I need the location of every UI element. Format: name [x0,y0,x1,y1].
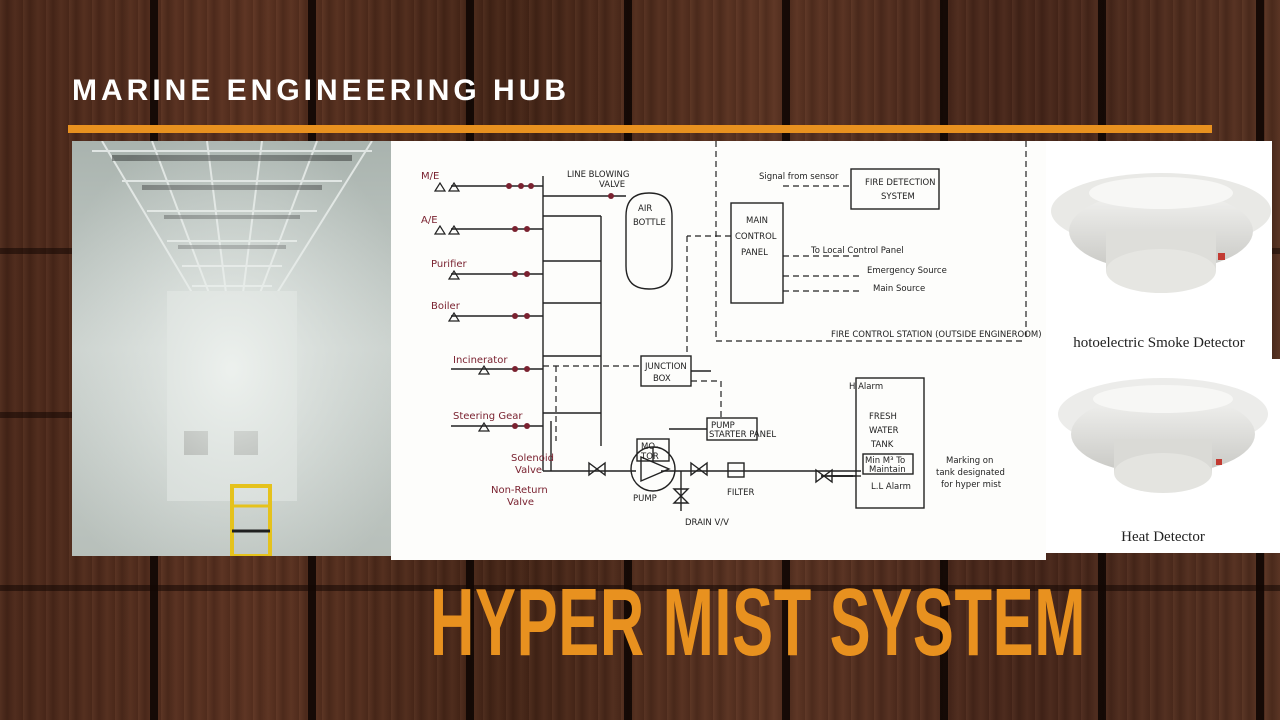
label-ae: A/E [421,215,438,226]
brand-title: MARINE ENGINEERING HUB [72,74,571,107]
label-line-blowing: LINE BLOWING [567,170,629,180]
label-air-bottle-2: BOTTLE [633,218,666,228]
label-fwt-2: WATER [869,426,899,436]
label-incinerator: Incinerator [453,355,508,366]
label-drain-valve: DRAIN V/V [685,518,729,528]
label-solenoid-1: Solenoid [511,453,554,464]
label-fwt-1: FRESH [869,412,897,422]
label-motor-2: TOR [640,452,659,462]
label-nrv-1: Non-Return [491,485,548,496]
label-main-source: Main Source [873,284,925,294]
wood-grain-band [0,585,1280,591]
heat-detector-label: Heat Detector [1121,529,1205,545]
hyper-mist-schematic: M/E A/E Purifier Boiler Incinerator Stee… [391,141,1046,560]
label-mcp-3: PANEL [741,248,768,258]
mist-photo [72,141,391,556]
label-local-control: To Local Control Panel [810,246,904,256]
label-steering-gear: Steering Gear [453,411,523,422]
label-fire-detection-2: SYSTEM [881,192,915,202]
label-purifier: Purifier [431,259,468,270]
heat-detector-card: Heat Detector [1046,359,1280,553]
label-pump: PUMP [633,494,657,504]
label-ll-alarm: L.L Alarm [871,482,911,492]
label-nrv-2: Valve [507,497,534,508]
label-solenoid-2: Valve [515,465,542,476]
label-signal-from-sensor: Signal from sensor [759,172,839,182]
label-pump-starter-2: STARTER PANEL [709,430,776,440]
label-fire-control-station: FIRE CONTROL STATION (OUTSIDE ENGINEROOM… [831,330,1042,340]
smoke-detector-label: hotoelectric Smoke Detector [1073,335,1245,351]
orange-divider [68,125,1212,133]
label-junction-1: JUNCTION [644,362,687,372]
label-junction-2: BOX [653,374,671,384]
label-marking-3: for hyper mist [941,480,1002,490]
label-air-bottle-1: AIR [638,204,652,214]
label-boiler: Boiler [431,301,461,312]
label-filter: FILTER [727,488,755,498]
smoke-detector-card: hotoelectric Smoke Detector [1046,141,1272,359]
label-emergency-source: Emergency Source [867,266,947,276]
label-motor-1: MO- [641,442,658,452]
label-mcp-1: MAIN [746,216,768,226]
headline: HYPER MIST SYSTEM [430,569,1087,676]
smoke-detector-icon [1051,173,1271,293]
label-marking-1: Marking on [946,456,993,466]
label-h-alarm: H Alarm [849,382,883,392]
label-valve: VALVE [599,180,625,190]
label-min-max-1: Min M³ To [865,456,905,466]
label-pump-starter-1: PUMP [711,421,735,431]
heat-detector-icon [1058,378,1268,493]
label-fire-detection-1: FIRE DETECTION [865,178,936,188]
label-mcp-2: CONTROL [735,232,777,242]
label-marking-2: tank designated [936,468,1005,478]
label-min-max-2: Maintain [869,465,906,475]
label-fwt-3: TANK [870,440,894,450]
label-me: M/E [421,171,439,182]
